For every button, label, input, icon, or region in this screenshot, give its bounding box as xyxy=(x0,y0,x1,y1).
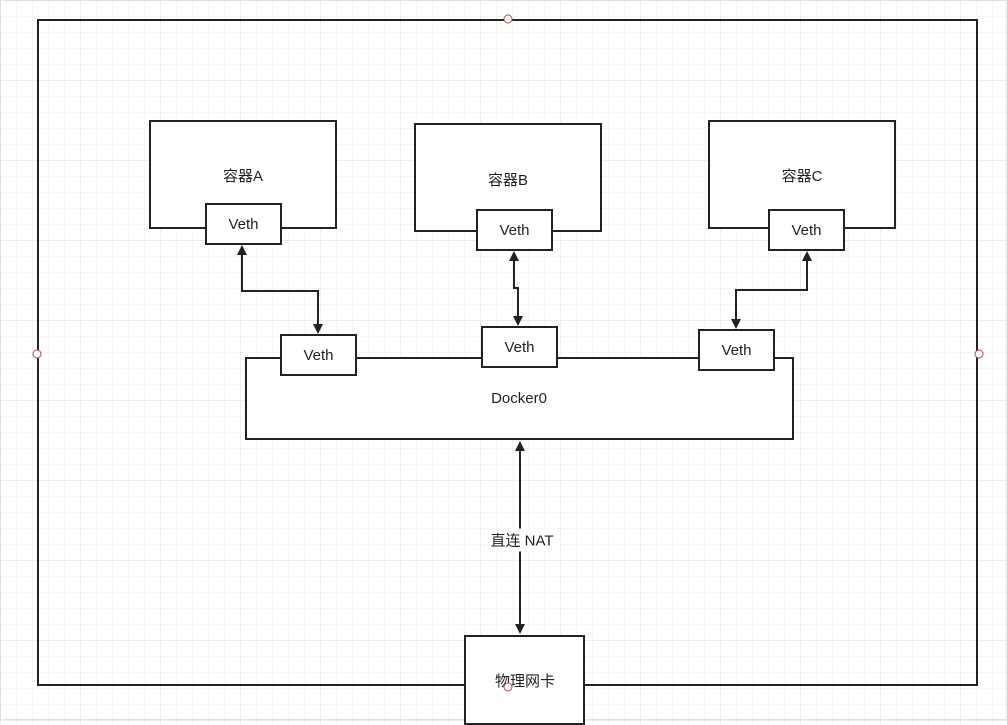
bridge-veth-b[interactable]: Veth xyxy=(481,326,558,368)
link-b-to-bridge[interactable] xyxy=(509,251,523,326)
bridge-veth-a[interactable]: Veth xyxy=(280,334,357,376)
container-b-veth[interactable]: Veth xyxy=(476,209,553,251)
container-a-label: 容器A xyxy=(222,168,264,185)
resize-handle-left[interactable] xyxy=(32,349,42,359)
physical-nic-box[interactable] xyxy=(464,635,585,725)
link-c-to-bridge[interactable] xyxy=(731,251,812,329)
nat-link-label: 直连 NAT xyxy=(486,528,558,552)
container-c-label: 容器C xyxy=(781,168,823,185)
resize-handle-bottom[interactable] xyxy=(503,682,513,692)
resize-handle-top[interactable] xyxy=(503,14,513,24)
container-b-label: 容器B xyxy=(487,172,529,189)
container-c-veth[interactable]: Veth xyxy=(768,209,845,251)
resize-handle-right[interactable] xyxy=(974,349,984,359)
link-a-to-bridge[interactable] xyxy=(237,245,323,334)
container-a-veth[interactable]: Veth xyxy=(205,203,282,245)
bridge-veth-c[interactable]: Veth xyxy=(698,329,775,371)
docker0-bridge-label: Docker0 xyxy=(491,390,547,407)
